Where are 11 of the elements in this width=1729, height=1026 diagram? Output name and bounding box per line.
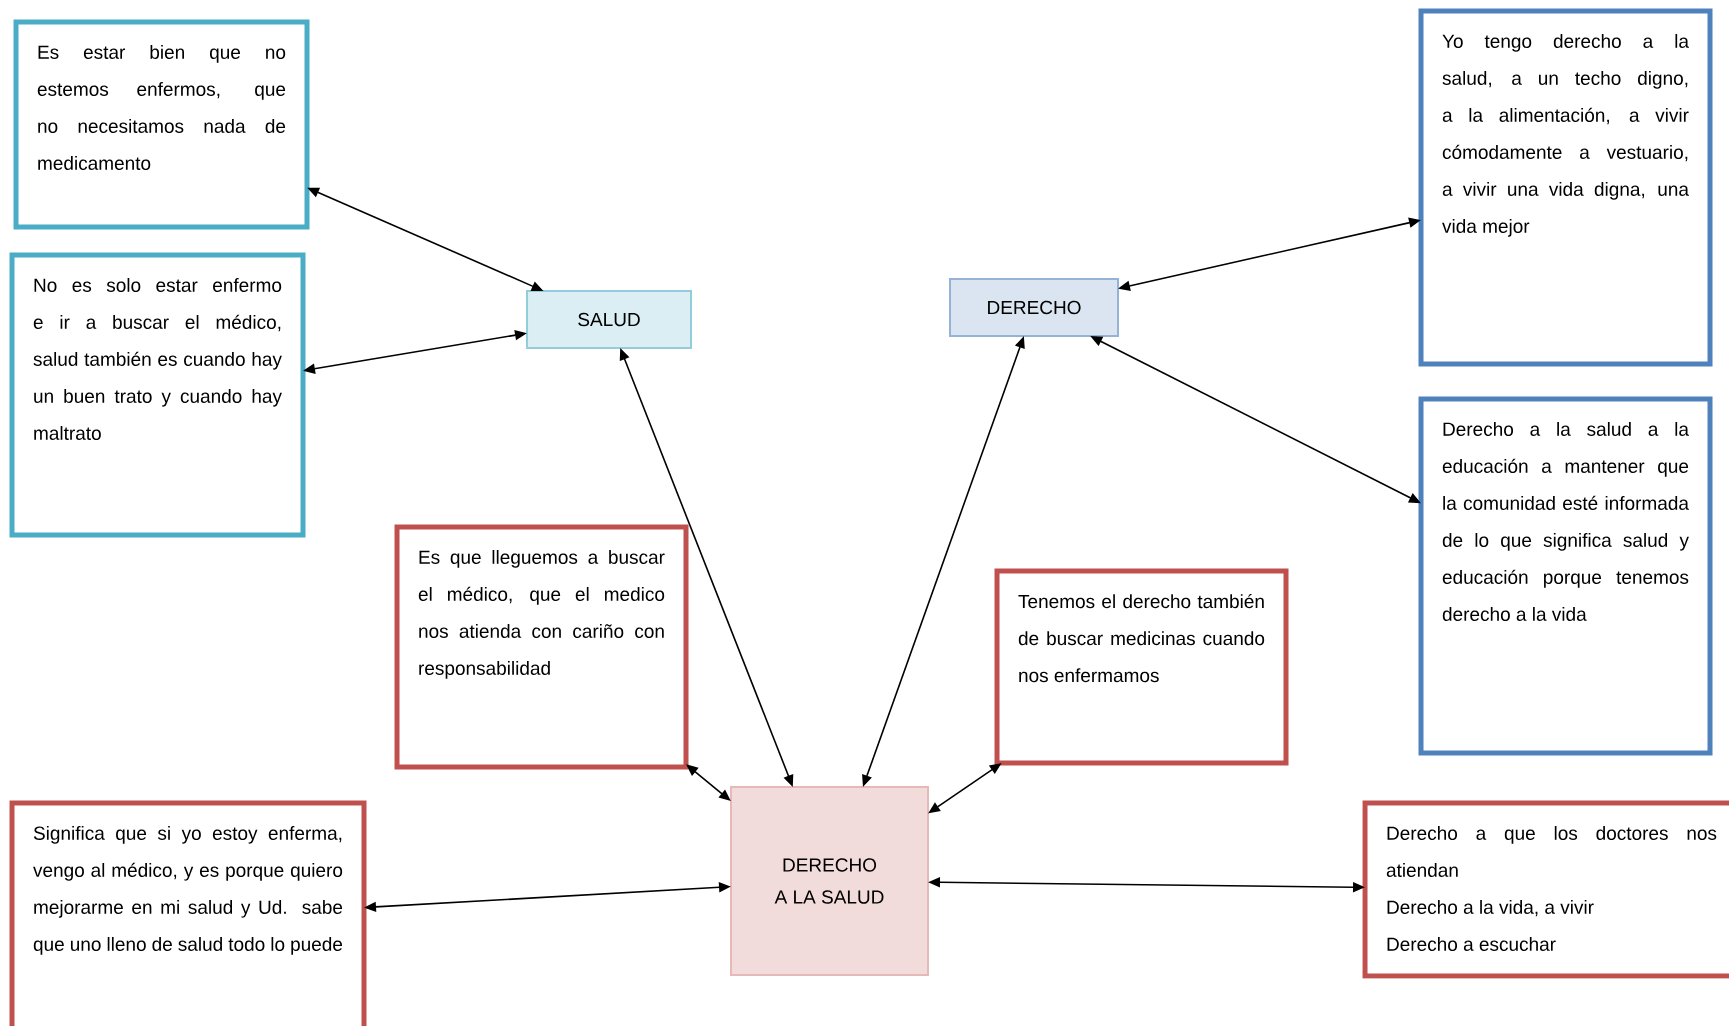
concept-box: DERECHO <box>949 278 1119 337</box>
text-box: Derecho a la salud a la educación a mantener que la comunidad esté informada de lo que significa salud y educación porque tenemos derecho a la vida <box>1418 396 1713 756</box>
concept-box: SALUD <box>526 290 692 349</box>
central-concept-box: DERECHO A LA SALUD <box>730 786 929 976</box>
text-box: No es solo estar enfermo e ir a buscar el médico, salud también es cuando hay un buen trato y cuando hay maltrato <box>9 252 306 538</box>
text-box: Tenemos el derecho también de buscar medicinas cuando nos enfermamos <box>994 568 1289 766</box>
text-box: Es estar bien que no estemos enfermos, que no necesitamos nada de medicamento <box>13 19 310 230</box>
text-box: Significa que si yo estoy enferma, vengo al médico, y es porque quiero mejorarme en mi salud y Ud. sabe que uno lleno de salud todo lo puede <box>9 800 367 1026</box>
text-box: Yo tengo derecho a la salud, a un techo digno, a la alimentación, a vivir cómodamente a vestuario, a vivir una vida digna, una vida mejor <box>1418 8 1713 367</box>
text-box: Derecho a que los doctores nos atiendan Derecho a la vida, a vivir Derecho a escuchar <box>1362 800 1729 979</box>
text-box: Es que lleguemos a buscar el médico, que el medico nos atienda con cariño con responsabilidad <box>394 524 689 770</box>
